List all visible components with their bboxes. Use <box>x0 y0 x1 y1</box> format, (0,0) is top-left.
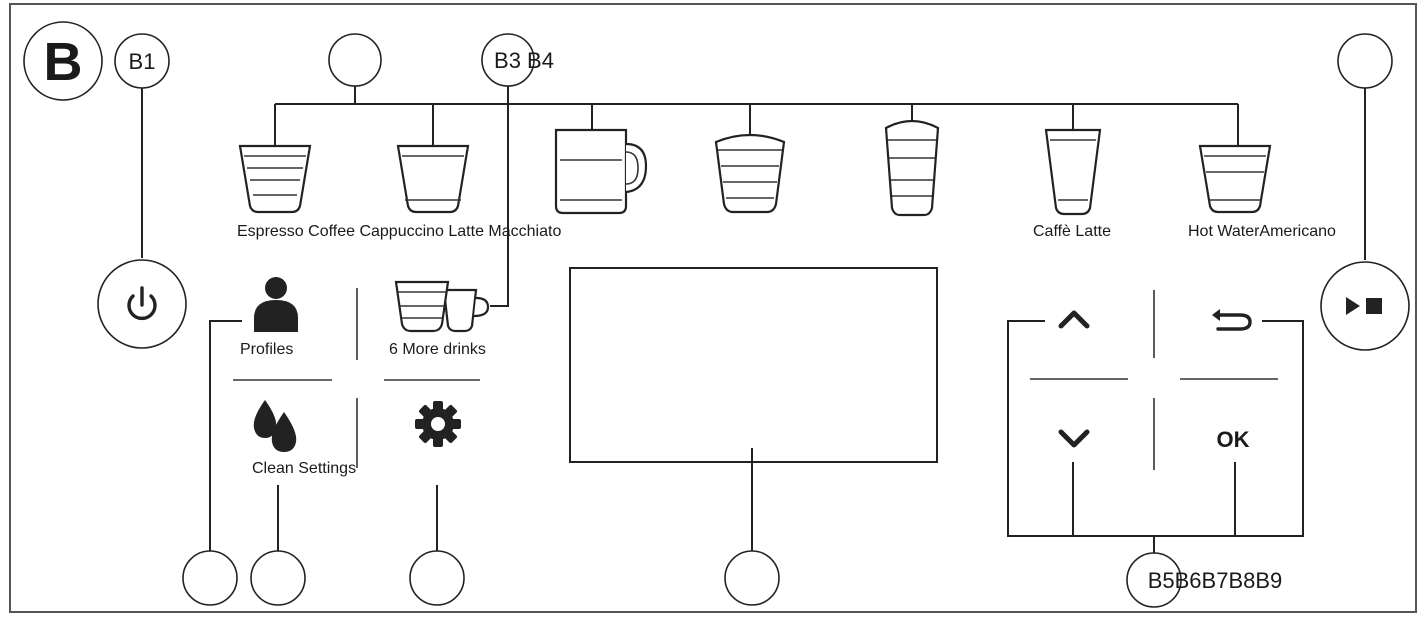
americano-cup-icon[interactable] <box>1198 144 1272 214</box>
chevron-down-icon <box>1058 429 1090 448</box>
play-stop-icon <box>1346 297 1382 315</box>
back-button[interactable] <box>1212 309 1252 331</box>
callout-nav-label: B5B6B7B8B9 <box>1148 568 1283 593</box>
callout-drinks-circle <box>328 33 382 87</box>
callout-nav-circle <box>1126 552 1182 608</box>
menu-grid-lines <box>233 288 480 468</box>
panel-frame <box>9 3 1417 613</box>
callout-profiles-circle <box>182 550 238 606</box>
power-button[interactable] <box>97 259 187 349</box>
start-stop-button[interactable] <box>1320 261 1410 351</box>
callout-b1-label: B1 <box>129 49 156 74</box>
power-icon <box>127 286 157 320</box>
water-drops-icon <box>253 400 297 452</box>
drink-labels-left: Espresso Coffee Cappuccino Latte Macchia… <box>237 223 561 240</box>
callout-settings-circle <box>409 550 465 606</box>
callout-start-stop-circle <box>1337 33 1393 89</box>
caffe-latte-glass-icon[interactable] <box>1044 128 1102 216</box>
person-icon <box>254 277 298 332</box>
cappuccino-mug-icon[interactable] <box>554 128 648 215</box>
drink-bracket-lines <box>274 86 1239 148</box>
drink-label-caffe-latte: Caffè Latte <box>1033 223 1111 240</box>
chevron-up-icon <box>1058 310 1090 329</box>
settings-button[interactable] <box>415 401 461 447</box>
espresso-cup-icon[interactable] <box>238 144 312 214</box>
coffee-cup-icon[interactable] <box>396 144 470 214</box>
clean-settings-label: Clean Settings <box>252 460 356 477</box>
clean-button[interactable] <box>253 400 297 452</box>
nav-bracket-lines <box>1007 320 1304 554</box>
nav-grid-lines <box>1030 290 1278 470</box>
profiles-button[interactable]: Profiles <box>240 277 298 358</box>
ok-button[interactable]: OK <box>1217 427 1250 452</box>
latte-macchiato-cup-icon[interactable] <box>714 133 786 214</box>
callout-clean-circle <box>250 550 306 606</box>
section-letter: B <box>44 32 83 92</box>
more-drinks-button[interactable]: 6 More drinks <box>389 280 490 358</box>
profiles-label: Profiles <box>240 341 293 358</box>
leader-more-drinks <box>490 86 509 307</box>
callout-display-circle <box>724 550 780 606</box>
more-drinks-label: 6 More drinks <box>389 341 486 358</box>
gear-icon <box>415 401 461 447</box>
callout-b3b4-label: B3 B4 <box>494 48 554 73</box>
tall-glass-icon[interactable] <box>884 119 940 217</box>
ok-label: OK <box>1217 427 1250 452</box>
drink-labels-right: Hot WaterAmericano <box>1188 223 1336 240</box>
display-screen <box>569 267 938 463</box>
up-button[interactable] <box>1058 310 1090 329</box>
section-letter-circle <box>23 21 103 101</box>
down-button[interactable] <box>1058 429 1090 448</box>
leader-profiles <box>209 320 242 552</box>
back-arrow-icon <box>1212 309 1252 331</box>
cup-pair-icon <box>394 280 490 333</box>
